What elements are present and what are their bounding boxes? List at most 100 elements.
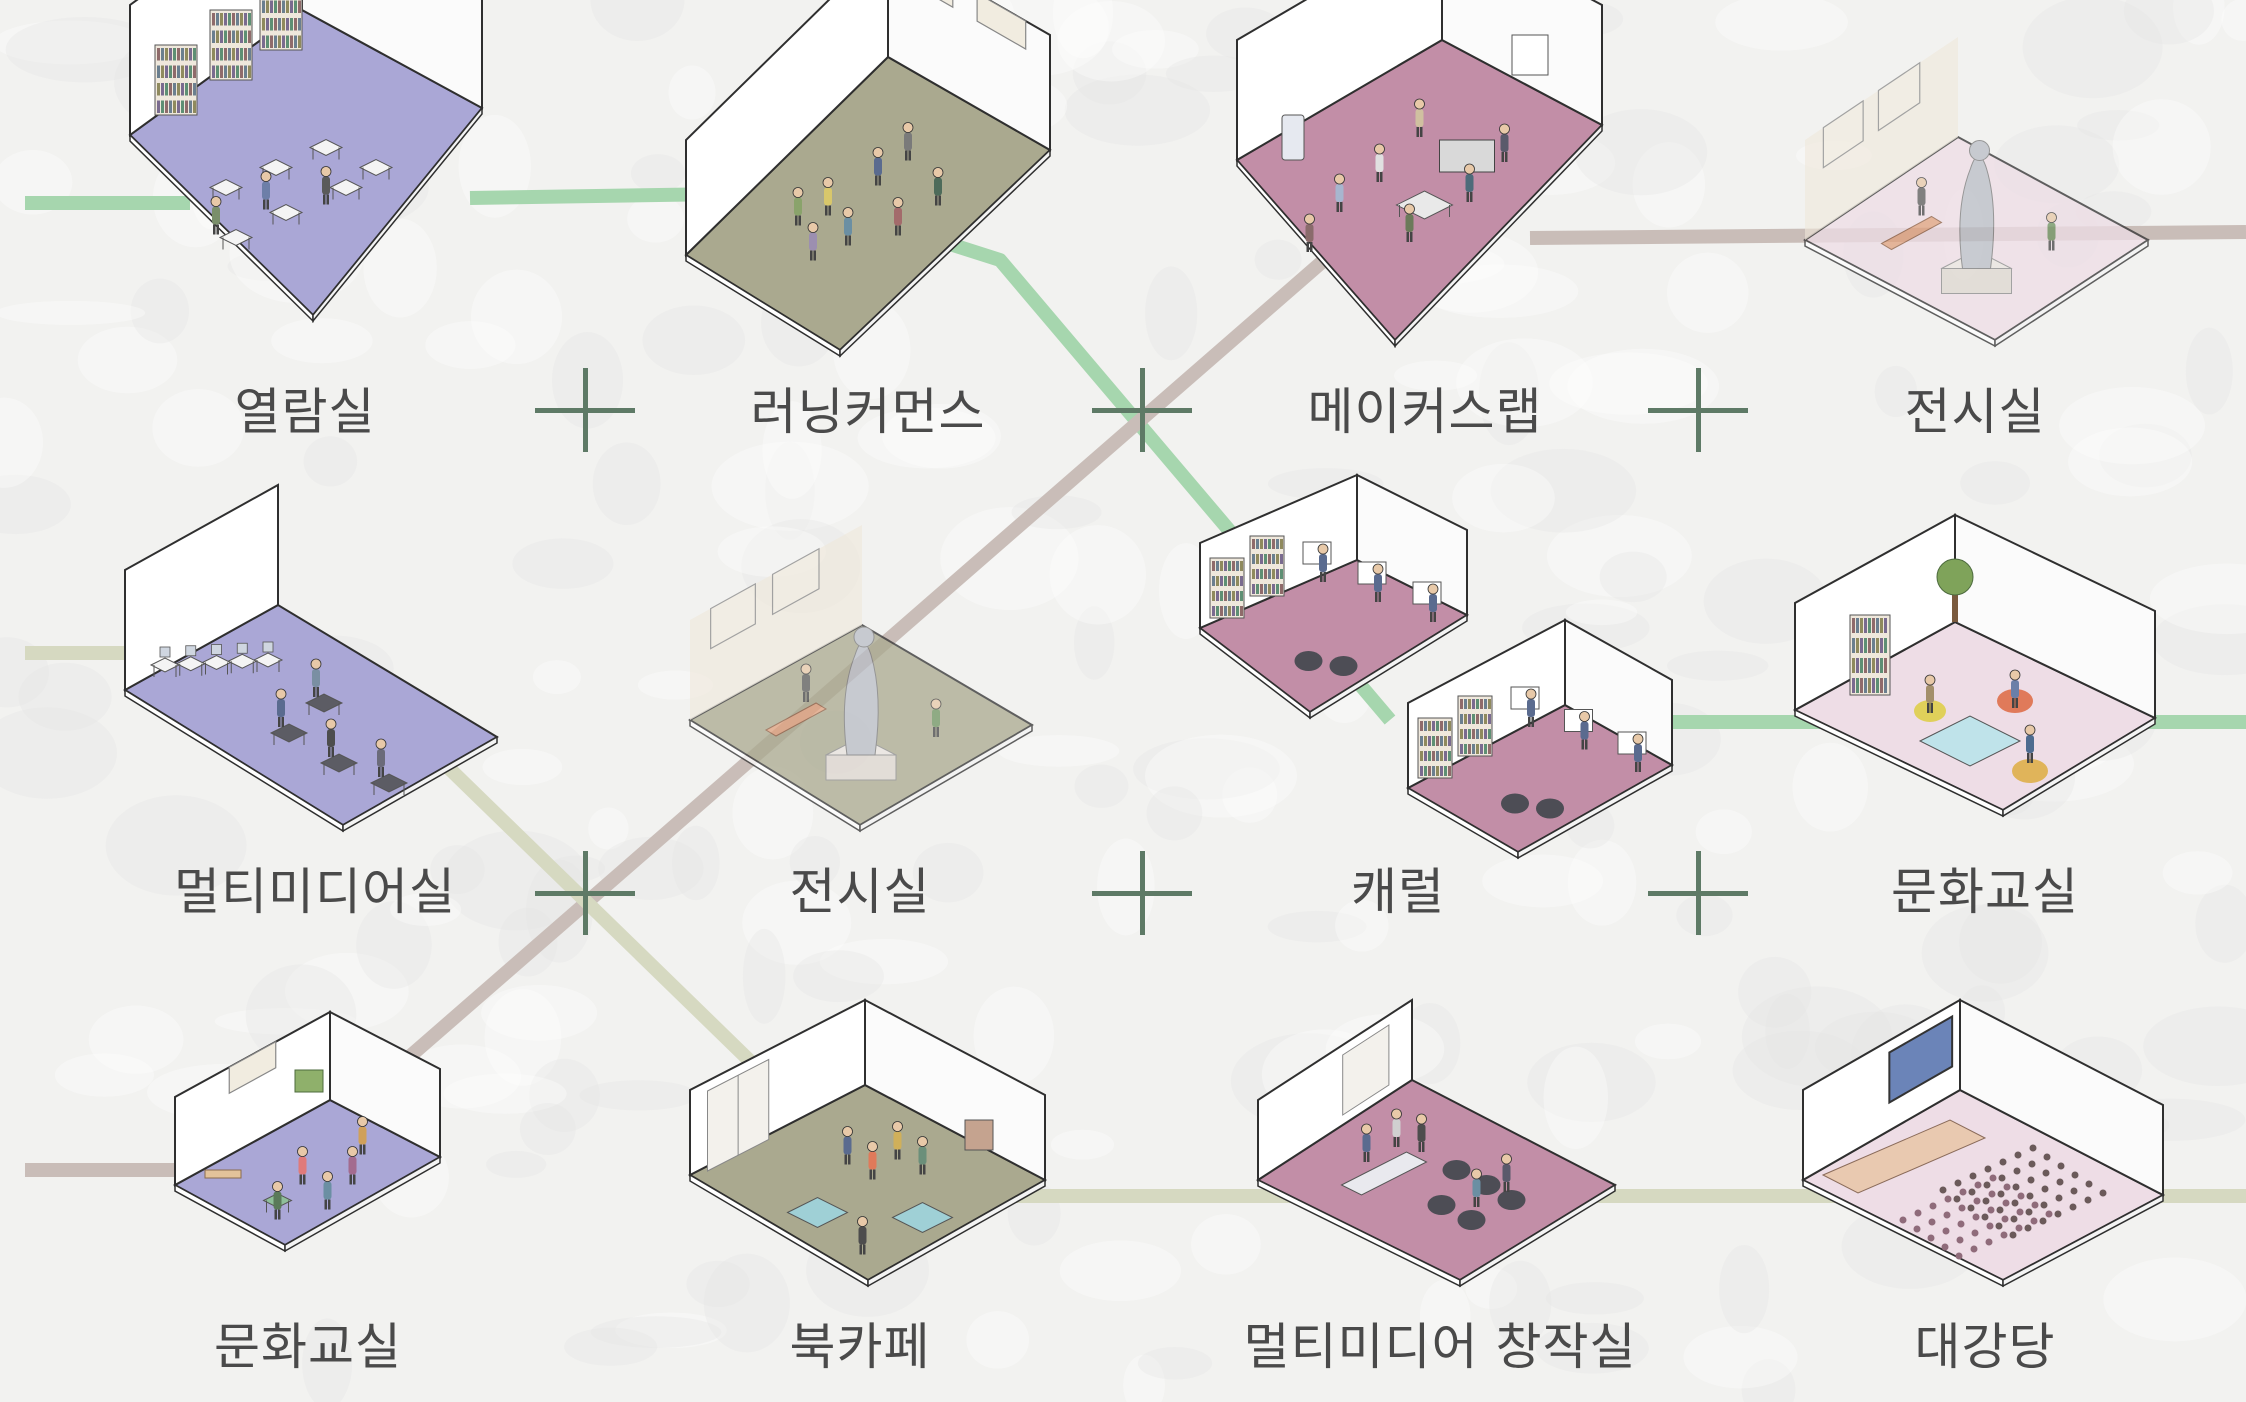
floor-edge — [859, 723, 1033, 833]
room-label-reading-room: 열람실 — [234, 383, 376, 441]
person-figure — [375, 738, 387, 777]
person-figure — [822, 177, 834, 216]
notice-board — [964, 1119, 994, 1151]
person-figure — [322, 1171, 333, 1210]
back-wall-right — [1954, 513, 2156, 720]
person-figure — [872, 147, 884, 186]
audience-seat — [1928, 1218, 1936, 1226]
audience-seat — [1927, 1234, 1935, 1242]
person-figure — [842, 1126, 853, 1165]
audience-seat — [2013, 1167, 2021, 1175]
monitor — [236, 642, 248, 654]
audience-seat — [2014, 1151, 2022, 1159]
floor-edge — [1517, 763, 1673, 860]
audience-seat — [1941, 1243, 1949, 1251]
bean-bag — [2012, 759, 2048, 783]
room-exhibition-hall-1 — [1803, 37, 2150, 348]
audience-seat — [2057, 1162, 2065, 1170]
stage — [1821, 1119, 1987, 1194]
bean-bag — [1329, 656, 1358, 676]
audience-seat — [2024, 1224, 2032, 1232]
person-figure — [260, 171, 272, 210]
room-learning-commons — [684, 0, 1052, 358]
bean-bag — [1427, 1195, 1456, 1215]
audience-seat — [2001, 1215, 2009, 1223]
room-book-cafe — [687, 998, 1048, 1288]
audience-seat — [1986, 1222, 1994, 1230]
audience-seat — [2056, 1178, 2064, 1186]
audience-seat — [2029, 1144, 2037, 1152]
person-figure — [1414, 98, 1425, 137]
audience-seat — [2025, 1208, 2033, 1216]
wall-art — [710, 582, 756, 650]
table — [268, 203, 304, 225]
person-figure — [297, 1146, 308, 1185]
audience-seat — [1959, 1188, 1967, 1196]
audience-seat — [1983, 1181, 1991, 1189]
furnishings — [204, 1040, 368, 1220]
projection-screen — [1888, 1014, 1954, 1105]
audience-seat — [2012, 1183, 2020, 1191]
room-makers-lab — [1235, 0, 1604, 348]
audience-seat — [1914, 1209, 1922, 1217]
audience-seat — [2099, 1189, 2107, 1197]
plant — [1936, 558, 1974, 622]
bookshelf — [1849, 614, 1891, 696]
audience-seat — [1913, 1225, 1921, 1233]
person-figure — [320, 166, 332, 205]
bookshelf — [209, 9, 253, 81]
monitor — [211, 644, 222, 655]
audience-seat — [1943, 1211, 1951, 1219]
room-exhibition-hall-2 — [688, 525, 1034, 833]
audience-seat — [2000, 1231, 2008, 1239]
bench — [204, 1169, 242, 1179]
audience-seat — [2042, 1169, 2050, 1177]
room-culture-class-1 — [1792, 513, 2158, 818]
bookshelf — [154, 44, 198, 116]
low-table — [1918, 715, 2022, 767]
audience-seat — [1999, 1158, 2007, 1166]
back-wall-right — [329, 1010, 441, 1159]
monitor — [262, 641, 274, 653]
person-figure — [902, 122, 914, 161]
whiteboard — [1511, 34, 1549, 76]
olive-line-diagonal — [415, 734, 795, 1106]
floor-edge — [2002, 716, 2156, 818]
audience-seat — [2002, 1199, 2010, 1207]
person-figure — [930, 698, 942, 737]
person-figure — [892, 1121, 903, 1160]
audience-seat — [2017, 1192, 2025, 1200]
person-figure — [892, 197, 904, 236]
table — [358, 158, 394, 180]
floor-edge — [1394, 123, 1603, 348]
person-figure — [917, 1136, 928, 1175]
person-figure — [2024, 724, 2036, 763]
person-figure — [1499, 123, 1510, 162]
audience-seat — [1968, 1188, 1976, 1196]
audience-seat — [1987, 1206, 1995, 1214]
audience-seat — [2054, 1210, 2062, 1218]
audience-seat — [2070, 1187, 2078, 1195]
person-figure — [857, 1216, 868, 1255]
furnishings — [710, 547, 942, 781]
audience-seat — [1988, 1190, 1996, 1198]
audience-seat — [2055, 1194, 2063, 1202]
audience-seat — [2027, 1176, 2035, 1184]
bean-bag — [1442, 1160, 1471, 1180]
table — [308, 138, 344, 160]
bookshelf — [1457, 695, 1493, 757]
audience-seat — [2028, 1160, 2036, 1168]
table — [304, 693, 344, 715]
person-figure — [310, 658, 322, 697]
printer-3d — [1281, 114, 1305, 161]
audience-seat — [1972, 1213, 1980, 1221]
plus-marker — [1092, 368, 1192, 452]
person-figure — [1471, 1168, 1482, 1207]
person-figure — [1464, 163, 1475, 202]
floor-edge — [867, 1178, 1046, 1288]
person-figure — [1924, 674, 1936, 713]
person-figure — [2046, 212, 2057, 251]
bookshelf — [1249, 535, 1285, 597]
person-figure — [1304, 213, 1315, 252]
